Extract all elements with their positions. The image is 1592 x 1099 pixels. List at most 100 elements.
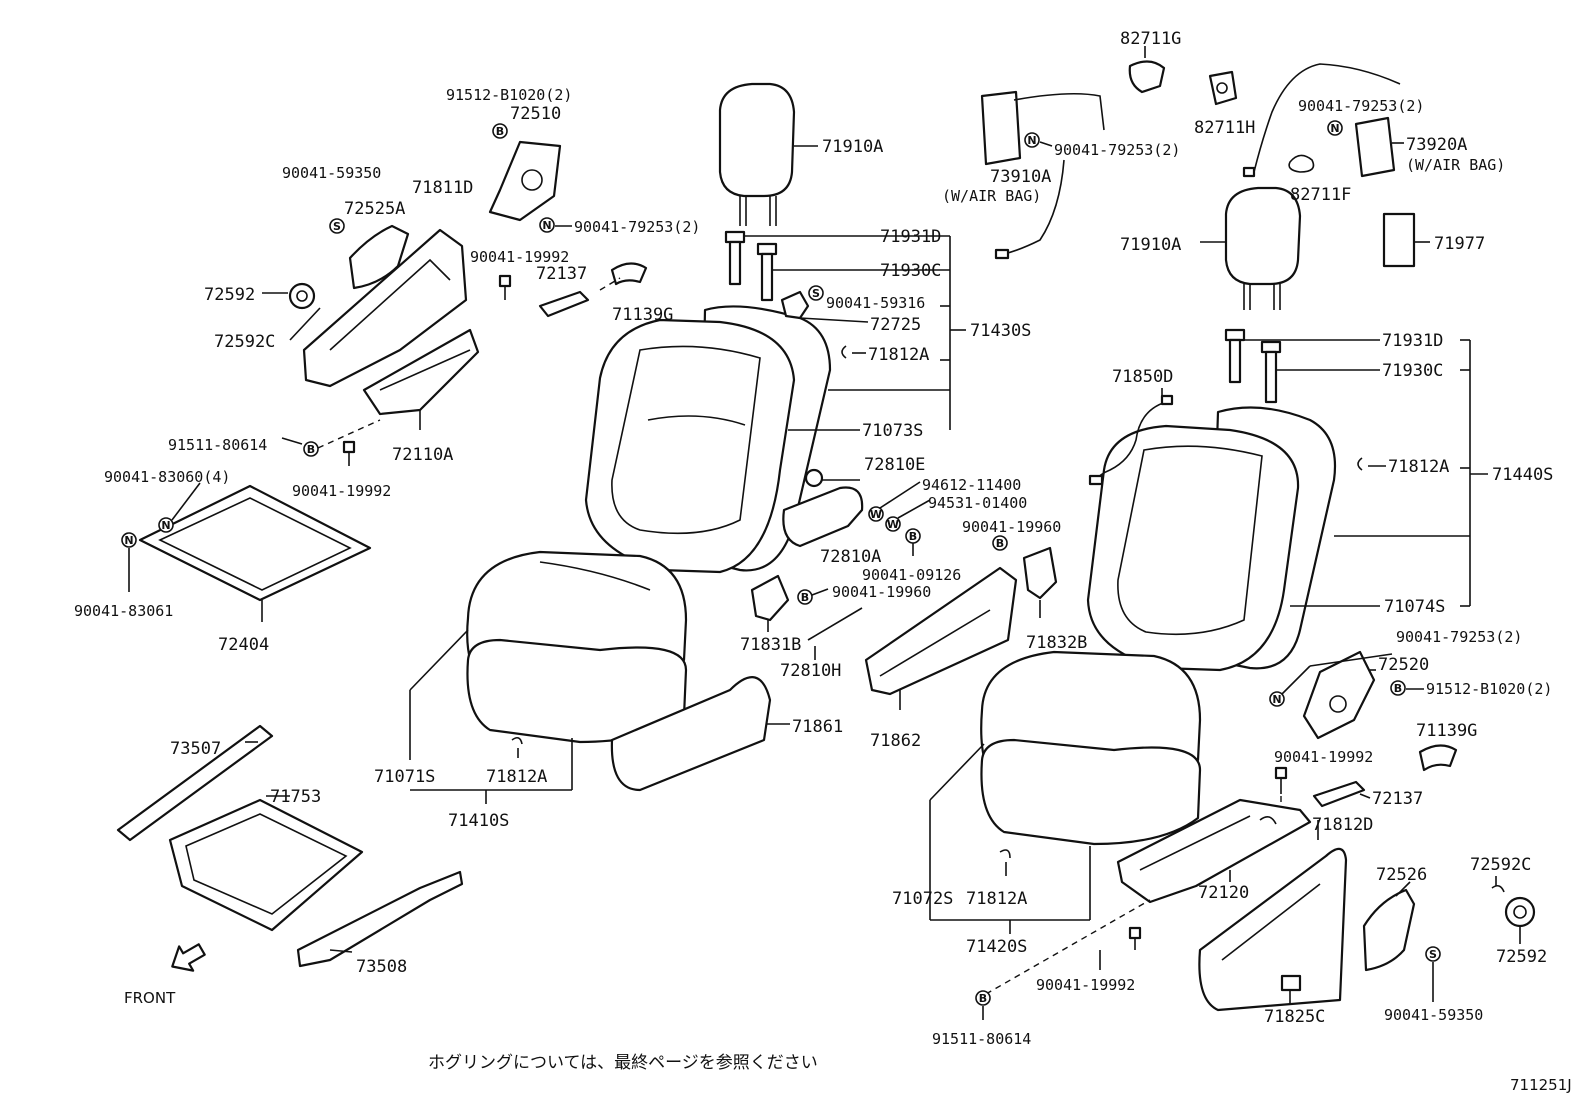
bolt-90041-19992-left [342,440,356,466]
hog-ring-note: ホグリングについては、最終ページを参照ください [428,1053,818,1073]
recliner-bracket-72520 [1302,650,1376,740]
svg-text:S: S [812,287,820,300]
label-72592-right: 72592 [1496,947,1547,967]
seat-cushion-right [980,650,1202,846]
svg-text:B: B [996,537,1004,550]
harness-71850D [1088,394,1174,486]
label-71420S: 71420S [966,937,1027,957]
label-72592-left: 72592 [204,285,255,305]
mark-N-73910A: N [1024,132,1040,148]
label-72592C-right: 72592C [1470,855,1531,875]
svg-text:S: S [1429,948,1437,961]
label-72810H: 72810H [780,661,841,681]
label-90041-59350-bottom: 90041-59350 [1384,1006,1483,1024]
label-90041-59350-top: 90041-59350 [282,164,381,182]
connector-73910A [994,248,1010,260]
wire-73920A [1253,63,1401,173]
label-72725: 72725 [870,315,921,335]
clip-71812A-a [841,345,847,359]
headrest-support-left [724,230,778,302]
label-71812A-d: 71812A [966,889,1027,909]
label-72526: 72526 [1376,865,1427,885]
headrest-support-right [1224,328,1282,404]
label-72525A: 72525A [344,199,405,219]
label-72520: 72520 [1378,655,1429,675]
shield-71861 [610,676,772,792]
label-72120: 72120 [1198,883,1249,903]
bracket-73508 [296,870,464,968]
label-71910A-right: 71910A [1120,235,1181,255]
label-71910A-left: 71910A [822,137,883,157]
rail-cover-72137-right [1312,780,1366,808]
seat-frame-71811D [302,228,468,388]
mark-S-bottom: S [1425,946,1441,962]
mark-B-19960-a: B [992,535,1008,551]
airbag-73920A [1354,116,1396,178]
label-71931D-left: 71931D [880,227,941,247]
recliner-bracket-72510 [488,140,562,222]
mark-W1: W [868,506,884,522]
mark-N-72510: N [539,217,555,233]
label-82711G: 82711G [1120,29,1181,49]
clip-72592C-right [1491,884,1505,893]
svg-text:N: N [124,534,133,547]
svg-text:S: S [333,220,341,233]
label-71072S: 71072S [892,889,953,909]
label-91511-80614-bottom: 91511-80614 [932,1030,1031,1048]
label-71825C: 71825C [1264,1007,1325,1027]
label-71812A-a: 71812A [868,345,929,365]
svg-text:N: N [1330,122,1339,135]
label-73910A-sub: (W/AIR BAG) [942,187,1041,205]
label-90041-79253-b: 90041-79253(2) [1054,141,1180,159]
bolt-90041-19992-right [1274,766,1288,794]
label-71831B: 71831B [740,635,801,655]
label-73910A: 73910A [990,167,1051,187]
label-90041-09126: 90041-09126 [862,566,961,584]
label-94612-11400: 94612-11400 [922,476,1021,494]
clip-71812A-c [1357,457,1363,471]
label-90041-79253-a: 90041-79253(2) [574,218,700,236]
shield-71862 [864,566,1018,696]
label-71812D: 71812D [1312,815,1373,835]
svg-text:W: W [870,508,882,521]
svg-text:N: N [542,219,551,232]
seatback-right [1086,406,1336,672]
label-90041-19992-left: 90041-19992 [292,482,391,500]
seat-track-72404 [138,484,372,602]
svg-text:N: N [1272,693,1281,706]
knob-72592-left [288,282,316,310]
label-91512-B1020-right: 91512-B1020(2) [1426,680,1552,698]
cover-71832B [1022,546,1058,600]
svg-text:W: W [887,518,899,531]
label-71931D-right: 71931D [1382,331,1443,351]
label-72110A: 72110A [392,445,453,465]
mark-B-left: B [303,441,319,457]
mark-W2: W [885,516,901,532]
label-73507: 73507 [170,739,221,759]
mark-N-73920A: N [1327,120,1343,136]
tab-71825C [1280,974,1302,992]
label-72592C-left: 72592C [214,332,275,352]
clip-71812A-d [999,849,1011,859]
diagram-id: 711251J [1510,1076,1572,1094]
label-90041-79253-c: 90041-79253(2) [1298,97,1424,115]
connector-73920A [1242,166,1256,178]
headrest-right [1224,186,1302,310]
clip-71139G-right [1418,744,1458,772]
label-90041-83061: 90041-83061 [74,602,173,620]
svg-text:B: B [1394,682,1402,695]
svg-text:B: B [307,443,315,456]
mark-B-bottom: B [975,990,991,1006]
svg-text:B: B [979,992,987,1005]
clip-71139G-left [610,262,648,286]
mark-N-83060: N [158,517,174,533]
label-90041-59316: 90041-59316 [826,294,925,312]
label-72510: 72510 [510,104,561,124]
clip-71812A-b [511,736,523,745]
label-82711H: 82711H [1194,118,1255,138]
label-71410S: 71410S [448,811,509,831]
harness-82711F [1288,154,1315,173]
label-71139G-right: 71139G [1416,721,1477,741]
